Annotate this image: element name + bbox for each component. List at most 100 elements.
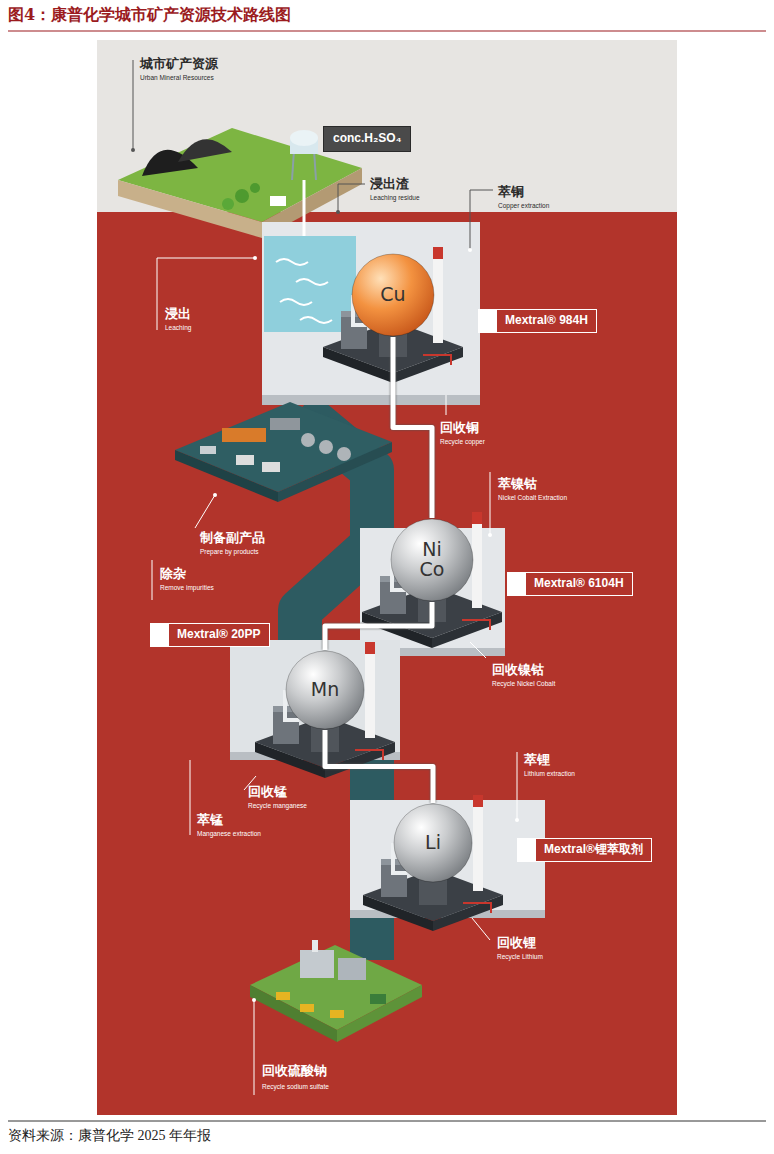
hut bbox=[270, 196, 286, 206]
step-label: 回收硫酸钠 bbox=[262, 1063, 327, 1079]
step-label: 萃锂 bbox=[524, 752, 550, 768]
tower-dome bbox=[290, 130, 318, 146]
leader-line bbox=[472, 918, 490, 940]
step-label-english: Urban Mineral Resources bbox=[140, 74, 214, 82]
step-label: 除杂 bbox=[160, 566, 186, 582]
element-symbol: Li bbox=[425, 833, 441, 853]
leader-dot bbox=[252, 998, 256, 1002]
leader-dot bbox=[515, 818, 519, 822]
leader-dot bbox=[336, 210, 340, 214]
leader-dot bbox=[468, 248, 472, 252]
building bbox=[300, 950, 334, 978]
dome-shape bbox=[352, 254, 434, 336]
step-label: 萃铜 bbox=[498, 184, 524, 200]
caption-rule bbox=[8, 1121, 766, 1122]
element-symbol: Ni bbox=[422, 540, 442, 560]
step-label-english: Leaching residue bbox=[370, 194, 420, 202]
drum bbox=[301, 433, 315, 447]
terrain-side bbox=[118, 180, 262, 238]
tower-leg bbox=[314, 150, 316, 180]
machine bbox=[236, 455, 254, 465]
leader-line bbox=[470, 190, 493, 250]
tree bbox=[222, 198, 234, 210]
reagent-name: Mextral® 984H bbox=[505, 313, 588, 329]
pipe-connector bbox=[325, 730, 433, 803]
reagent-box: conc.H₂SO₄ bbox=[323, 126, 411, 152]
leader-line bbox=[152, 560, 153, 600]
step-label-english: Recycle sodium sulfate bbox=[262, 1083, 329, 1091]
machine bbox=[262, 462, 280, 472]
leader-line bbox=[517, 752, 518, 820]
dome-shape bbox=[391, 519, 473, 601]
reagent-name: Mextral® 20PP bbox=[177, 627, 261, 643]
step-label: 浸出 bbox=[165, 306, 191, 322]
element-symbol: Mn bbox=[311, 680, 339, 700]
source-note: 资料来源：康普化学 2025 年年报 bbox=[8, 1127, 211, 1145]
stack bbox=[312, 940, 318, 952]
step-label: 回收锂 bbox=[497, 935, 536, 951]
yard-side bbox=[337, 985, 422, 1042]
leader-line bbox=[470, 642, 486, 658]
element-symbol: Co bbox=[420, 560, 445, 580]
reagent-name: Mextral® 6104H bbox=[534, 576, 624, 592]
leader-dots bbox=[131, 148, 519, 1002]
step-label-english: Recycle Lithium bbox=[497, 953, 543, 961]
extraction-tank: Cu bbox=[351, 253, 435, 337]
red-ground bbox=[97, 212, 677, 1115]
step-label-english: Recycle Nickel Cobalt bbox=[492, 680, 555, 688]
leader-dot bbox=[253, 256, 257, 260]
platform bbox=[262, 222, 480, 395]
step-label: 制备副产品 bbox=[200, 530, 265, 546]
reagent-name: Mextral®锂萃取剂 bbox=[544, 842, 643, 858]
step-label: 回收镍钴 bbox=[492, 662, 544, 678]
leader-line bbox=[254, 1000, 255, 1095]
bin bbox=[370, 994, 386, 1004]
yard-side bbox=[250, 985, 337, 1042]
truck bbox=[300, 1004, 314, 1012]
step-label-english: Copper extraction bbox=[498, 202, 549, 210]
step-label-english: Leaching bbox=[165, 324, 191, 332]
extractant-box: Mextral®锂萃取剂 bbox=[517, 838, 652, 862]
leader-line bbox=[490, 472, 491, 535]
pipe-connector bbox=[393, 337, 432, 518]
platform-side bbox=[262, 395, 480, 405]
tower-leg bbox=[292, 150, 294, 180]
dome-shape bbox=[286, 651, 364, 729]
ore-pile bbox=[178, 139, 232, 162]
factory-platform bbox=[175, 402, 392, 492]
dome-shape bbox=[394, 804, 472, 882]
factory-side bbox=[175, 450, 278, 502]
leader-line bbox=[190, 760, 191, 835]
figure-title: 图4：康普化学城市矿产资源技术路线图 bbox=[8, 5, 291, 26]
step-label: 浸出渣 bbox=[370, 176, 409, 192]
step-label: 萃镍钴 bbox=[498, 476, 537, 492]
step-label-english: Remove impurities bbox=[160, 584, 214, 592]
drum bbox=[337, 447, 351, 461]
step-label: 回收锰 bbox=[248, 784, 287, 800]
step-label: 萃锰 bbox=[197, 812, 223, 828]
yard-top bbox=[250, 945, 422, 1030]
furnace bbox=[222, 428, 266, 442]
drum bbox=[319, 440, 333, 454]
leader-dot bbox=[488, 533, 492, 537]
building bbox=[338, 958, 366, 980]
lithium-unit bbox=[363, 795, 503, 931]
extraction-tank: Li bbox=[393, 803, 473, 883]
extractant-box: Mextral® 984H bbox=[478, 309, 597, 333]
leader-line bbox=[195, 495, 215, 528]
step-label-english: Manganese extraction bbox=[197, 830, 261, 838]
step-label-english: Prepare by products bbox=[200, 548, 259, 556]
wave bbox=[280, 299, 312, 305]
tree bbox=[250, 183, 260, 193]
extraction-tank: Mn bbox=[285, 650, 365, 730]
factory-side bbox=[278, 442, 392, 502]
wave bbox=[300, 317, 332, 323]
leader-line bbox=[157, 258, 255, 330]
step-label-english: Nickel Cobalt Extraction bbox=[498, 494, 567, 502]
truck bbox=[330, 1010, 344, 1018]
machine bbox=[200, 446, 216, 454]
